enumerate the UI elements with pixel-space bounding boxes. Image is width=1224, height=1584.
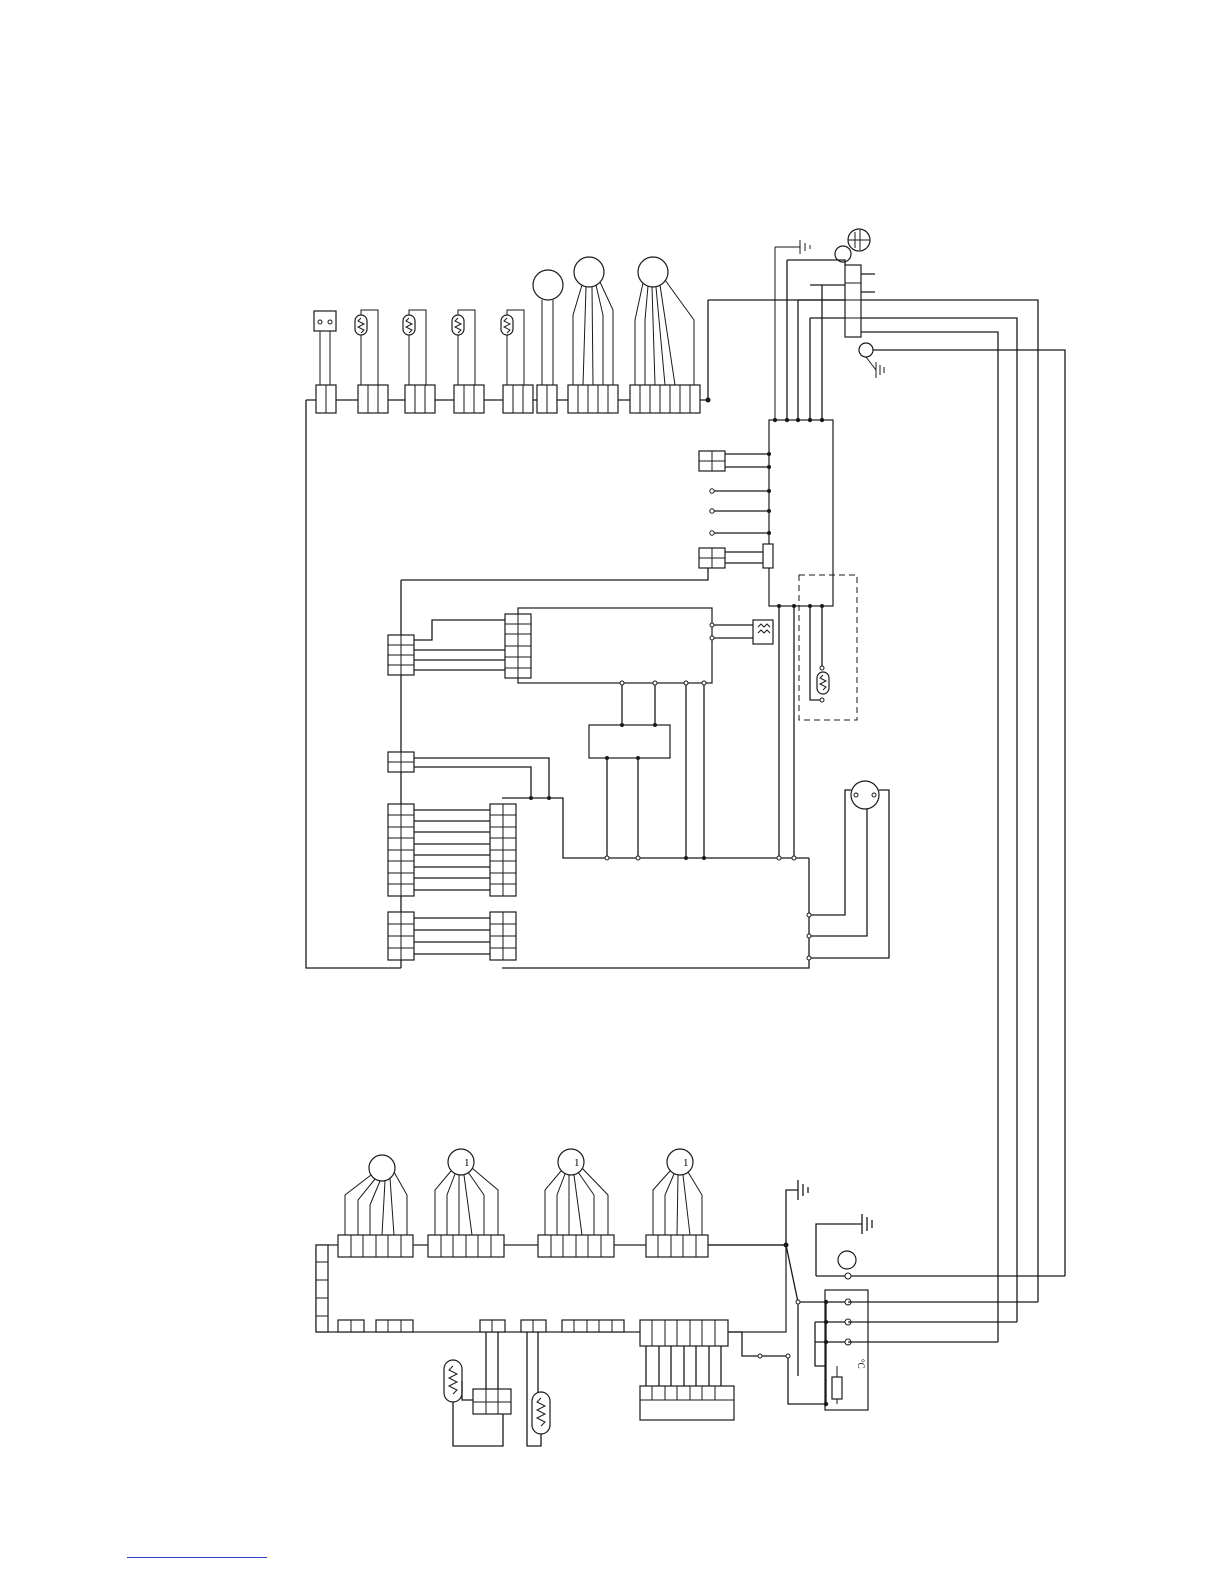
motor-circle-icon: 1 bbox=[435, 1149, 498, 1235]
heater-icon bbox=[753, 620, 773, 644]
motor-circle-icon bbox=[851, 781, 879, 809]
motor-d-label: 1 bbox=[683, 1157, 689, 1169]
top-connector-row bbox=[316, 385, 700, 413]
ground-icon bbox=[775, 240, 810, 420]
upper-board bbox=[306, 229, 1065, 1342]
sensor-switch-icon bbox=[314, 311, 336, 385]
motor-b-label: 1 bbox=[464, 1157, 470, 1169]
relay-block bbox=[589, 725, 670, 758]
ground-icon bbox=[708, 1180, 808, 1245]
motor-circle-icon bbox=[533, 270, 563, 385]
motor-circle-icon bbox=[345, 1155, 407, 1235]
control-pcb bbox=[769, 420, 833, 606]
thermistor-icon bbox=[501, 310, 524, 385]
outdoor-pcb bbox=[316, 1245, 786, 1332]
thermistor-icon bbox=[444, 1360, 462, 1402]
motor-circle-icon bbox=[635, 257, 694, 385]
motor-circle-icon bbox=[859, 343, 884, 378]
motor-circle-icon: 1 bbox=[545, 1149, 608, 1235]
temperature-unit-label: °C bbox=[856, 1359, 866, 1369]
thermistor-icon bbox=[532, 1392, 550, 1434]
motor-circle-icon bbox=[838, 1251, 856, 1269]
thermistor-icon bbox=[817, 672, 829, 694]
motor-circle-icon bbox=[573, 257, 613, 385]
motor-c-label: 1 bbox=[574, 1157, 580, 1169]
thermistor-icon bbox=[403, 310, 426, 385]
motor-circle-icon bbox=[835, 229, 870, 262]
sub-board bbox=[518, 608, 712, 683]
thermistor-icon bbox=[452, 310, 475, 385]
footer-rule bbox=[127, 1557, 267, 1558]
lower-board: 1 1 1 bbox=[316, 1149, 1065, 1446]
terminal-strip bbox=[845, 265, 861, 337]
motor-circle-icon: 1 bbox=[653, 1149, 702, 1235]
thermistor-icon bbox=[355, 310, 378, 385]
